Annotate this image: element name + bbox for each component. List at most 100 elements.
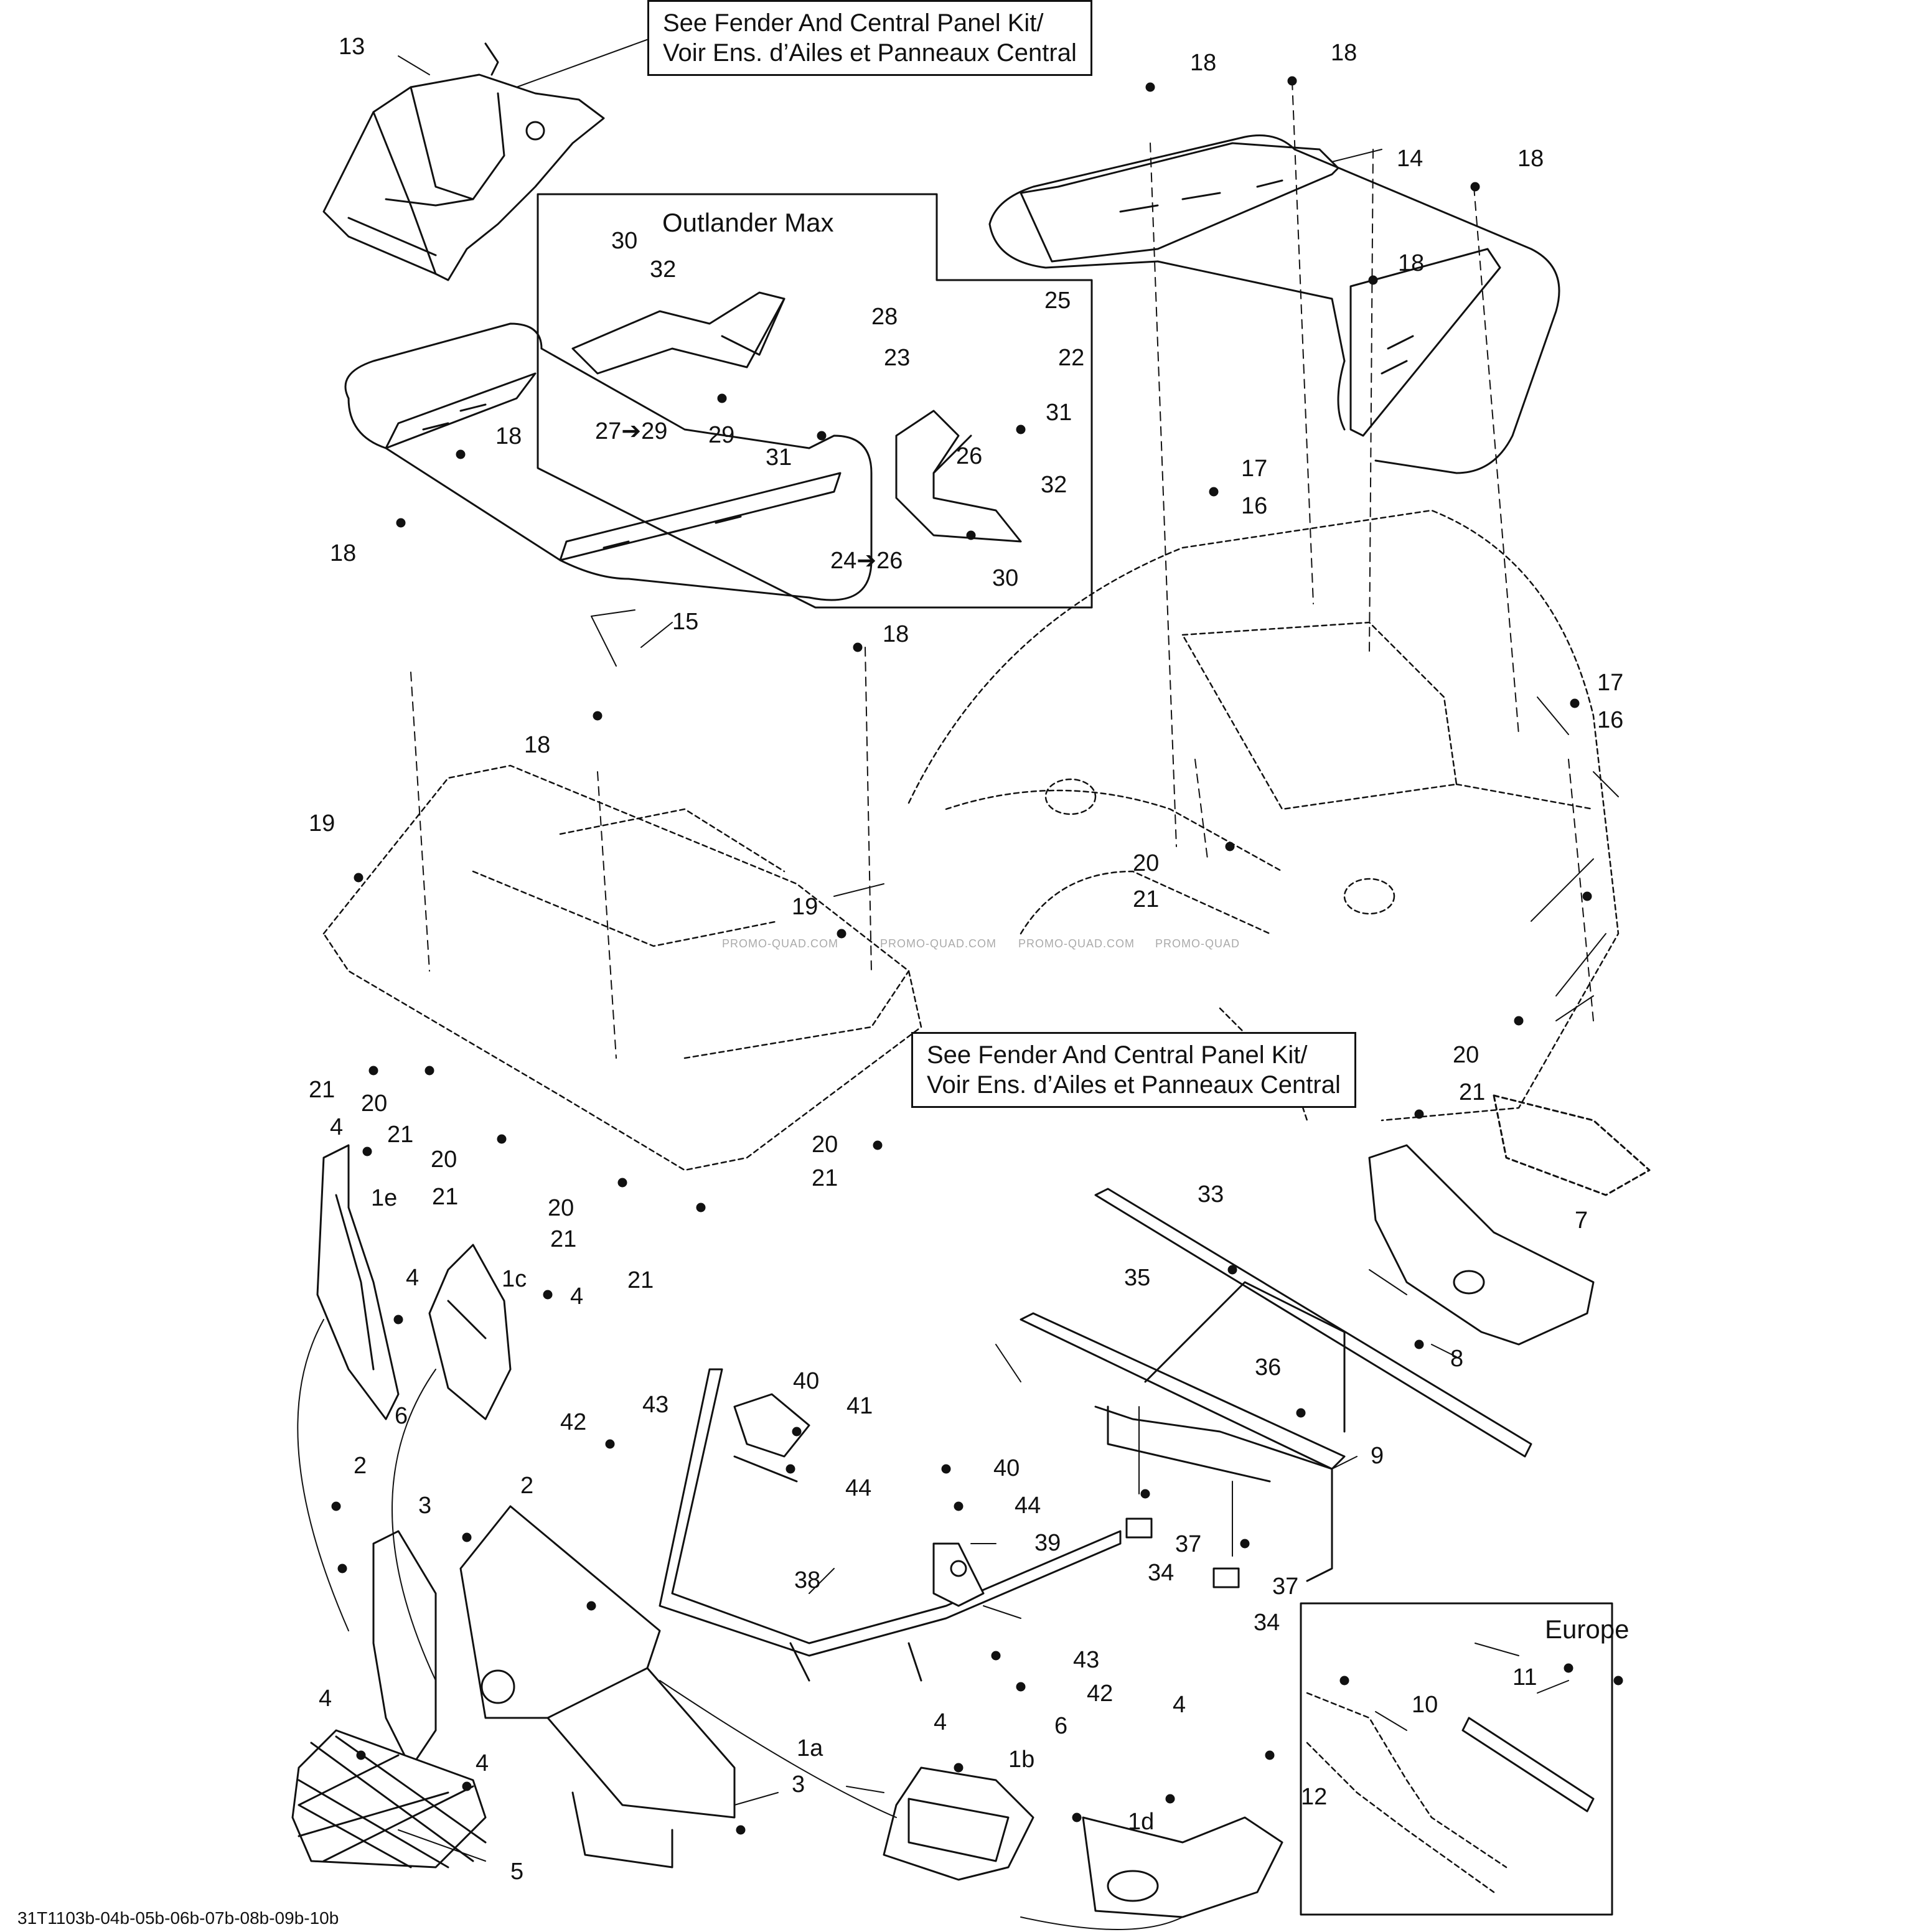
callout-17: 17 bbox=[1241, 456, 1268, 482]
drawing-code: 31T1103b-04b-05b-06b-07b-08b-09b-10b bbox=[17, 1908, 339, 1928]
callout-3: 3 bbox=[792, 1771, 805, 1798]
callout-23: 23 bbox=[884, 345, 911, 371]
callout-15: 15 bbox=[672, 609, 699, 635]
part-24-handle bbox=[895, 410, 1022, 543]
part-5-grille bbox=[291, 1729, 487, 1869]
callout-18: 18 bbox=[883, 621, 909, 647]
watermark-2: PROMO-QUAD.COM bbox=[880, 937, 996, 950]
callout-9: 9 bbox=[1371, 1443, 1384, 1469]
callout-34: 34 bbox=[1148, 1560, 1175, 1586]
callout-43: 43 bbox=[1073, 1647, 1100, 1673]
callout-26: 26 bbox=[956, 443, 983, 469]
callout-31: 31 bbox=[766, 444, 792, 471]
watermark-1: PROMO-QUAD.COM bbox=[722, 937, 838, 950]
assembly-arrows bbox=[297, 1319, 1233, 1930]
callout-44: 44 bbox=[845, 1475, 872, 1501]
alignment-lines bbox=[410, 80, 1594, 1059]
callout-28: 28 bbox=[871, 304, 898, 330]
callout-42: 42 bbox=[1087, 1681, 1114, 1707]
callout-10: 10 bbox=[1412, 1692, 1438, 1718]
callout-18: 18 bbox=[1331, 40, 1358, 66]
callout-18: 18 bbox=[524, 732, 551, 758]
callout-22: 22 bbox=[1058, 345, 1085, 371]
callout-38: 38 bbox=[794, 1567, 821, 1593]
callout-24-26: 24➔26 bbox=[830, 548, 903, 574]
callout-20: 20 bbox=[1453, 1042, 1479, 1068]
part-1c-side-panel bbox=[428, 1244, 512, 1420]
callout-21: 21 bbox=[1459, 1079, 1486, 1105]
callout-30: 30 bbox=[611, 228, 638, 254]
callout-19: 19 bbox=[309, 810, 335, 837]
callout-4: 4 bbox=[406, 1265, 420, 1291]
callout-37: 37 bbox=[1272, 1573, 1299, 1600]
callout-27-29: 27➔29 bbox=[595, 418, 668, 444]
part-34-clip-b bbox=[1212, 1567, 1240, 1588]
callout-18: 18 bbox=[1517, 146, 1544, 172]
part-41-bracket bbox=[733, 1393, 810, 1458]
callout-31: 31 bbox=[1046, 400, 1072, 426]
callout-21: 21 bbox=[812, 1165, 838, 1191]
callout-35: 35 bbox=[1124, 1265, 1151, 1291]
callout-29: 29 bbox=[708, 422, 735, 448]
callout-21: 21 bbox=[309, 1077, 335, 1103]
callout-4: 4 bbox=[934, 1709, 947, 1735]
part-1b-panel bbox=[883, 1766, 1034, 1881]
hardware-fasteners bbox=[331, 76, 1623, 1835]
callout-5: 5 bbox=[510, 1859, 524, 1885]
note-fender-kit-top: See Fender And Central Panel Kit/ Voir E… bbox=[647, 0, 1092, 76]
callout-4: 4 bbox=[1173, 1692, 1186, 1718]
note-middle-line2: Voir Ens. d’Ailes et Panneaux Central bbox=[927, 1071, 1341, 1099]
callout-33: 33 bbox=[1198, 1181, 1224, 1208]
callout-21: 21 bbox=[627, 1267, 654, 1293]
callout-21: 21 bbox=[1133, 886, 1160, 912]
part-1a-fascia bbox=[372, 1505, 736, 1819]
callout-20: 20 bbox=[1133, 850, 1160, 876]
part-13-panel bbox=[322, 42, 605, 281]
inset-europe-frame bbox=[1300, 1602, 1613, 1916]
part-38-front-frame bbox=[659, 1368, 1122, 1682]
part-39-bracket bbox=[932, 1542, 985, 1607]
callout-18: 18 bbox=[1190, 50, 1217, 76]
inset-title-europe: Europe bbox=[1545, 1615, 1630, 1644]
callout-11: 11 bbox=[1512, 1664, 1537, 1690]
callout-6: 6 bbox=[1054, 1713, 1068, 1739]
callout-16: 16 bbox=[1241, 493, 1268, 519]
callout-1d: 1d bbox=[1128, 1809, 1155, 1835]
callout-12: 12 bbox=[1301, 1784, 1328, 1810]
callout-32: 32 bbox=[650, 256, 677, 283]
leader-13 bbox=[398, 55, 430, 75]
callout-40: 40 bbox=[993, 1455, 1020, 1481]
callout-6: 6 bbox=[395, 1403, 408, 1429]
callout-16: 16 bbox=[1597, 707, 1624, 733]
callout-19: 19 bbox=[792, 894, 818, 920]
callout-1c: 1c bbox=[502, 1266, 527, 1292]
callout-18: 18 bbox=[330, 540, 357, 566]
callout-1a: 1a bbox=[797, 1735, 823, 1761]
callout-14: 14 bbox=[1397, 146, 1423, 172]
inset-title-outlander-max: Outlander Max bbox=[662, 208, 834, 237]
leader-note-top bbox=[516, 37, 654, 88]
callout-25: 25 bbox=[1044, 288, 1071, 314]
note-middle-line1: See Fender And Central Panel Kit/ bbox=[927, 1041, 1308, 1069]
callout-2: 2 bbox=[520, 1473, 534, 1499]
part-27-handle bbox=[571, 291, 785, 375]
europe-rack-detail bbox=[1306, 1692, 1508, 1893]
callout-21: 21 bbox=[432, 1184, 459, 1210]
callout-20: 20 bbox=[431, 1147, 457, 1173]
callout-8: 8 bbox=[1450, 1346, 1464, 1372]
callout-4: 4 bbox=[570, 1283, 584, 1310]
callout-20: 20 bbox=[548, 1195, 574, 1221]
note-top-line2: Voir Ens. d’Ailes et Panneaux Central bbox=[663, 39, 1077, 67]
part-1d-panel bbox=[571, 1791, 1283, 1918]
watermark-4: PROMO-QUAD bbox=[1155, 937, 1240, 950]
part-34-clip-a bbox=[1125, 1517, 1153, 1539]
callout-3: 3 bbox=[418, 1493, 432, 1519]
part-14-rear-rack bbox=[988, 134, 1560, 474]
callout-32: 32 bbox=[1041, 472, 1067, 498]
callout-41: 41 bbox=[846, 1393, 873, 1419]
callout-42: 42 bbox=[560, 1409, 587, 1435]
callout-18: 18 bbox=[1398, 250, 1425, 276]
body-central-fenders bbox=[322, 509, 1620, 1171]
